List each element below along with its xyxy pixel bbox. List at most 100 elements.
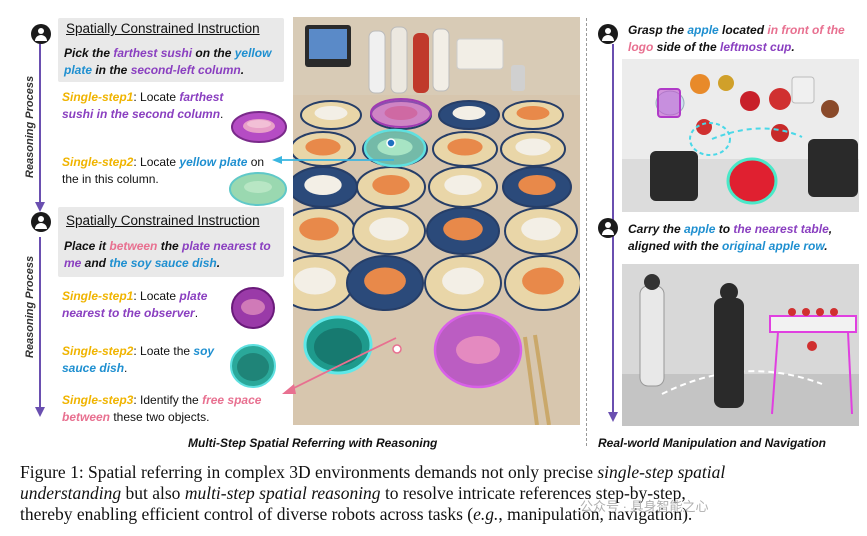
text-run: located — [718, 23, 768, 37]
caption-run: understanding — [20, 483, 122, 503]
sushi — [518, 175, 556, 195]
caption-run: , manipulation, navigation). — [498, 504, 693, 524]
text-run: the — [157, 239, 183, 253]
soy-sauce-dish-thumbnail — [230, 344, 276, 388]
text-run: on the in this column. — [62, 155, 265, 186]
text-run: between — [109, 239, 158, 253]
text-run: on the — [192, 46, 235, 60]
sushi — [369, 217, 409, 241]
sushi — [452, 106, 486, 120]
caption-run: e.g. — [473, 504, 499, 524]
text-run: plate nearest to the observer — [62, 289, 208, 320]
text-run: . — [216, 256, 221, 270]
text-run: . — [220, 107, 224, 121]
instruction-title-1: Spatially Constrained Instruction — [66, 21, 260, 36]
caption-run: single-step spatial — [597, 462, 726, 482]
sushi — [304, 175, 342, 195]
text-run: in front of the logo — [628, 23, 845, 54]
manipulation-photo — [622, 59, 859, 212]
sushi — [444, 175, 482, 195]
caption-run: but also — [121, 483, 185, 503]
text-run: yellow plate — [64, 46, 272, 77]
step-label: Single-step1 — [62, 90, 134, 104]
text-run: Pick the — [64, 46, 114, 60]
text-run: free space between — [62, 393, 262, 424]
yellow-plate-thumbnail — [229, 172, 287, 206]
text-run: to — [715, 222, 734, 236]
text-run: Place it — [64, 239, 110, 253]
reasoning-arrow-icon — [35, 44, 45, 212]
right-panel: Grasp the apple located in front of the … — [590, 0, 867, 455]
person-icon — [598, 24, 618, 44]
text-run: leftmost cup — [720, 40, 792, 54]
text-run: Grasp the — [628, 23, 688, 37]
step-label: Single-step1 — [62, 289, 134, 303]
text-run: : Locate — [133, 155, 180, 169]
navigation-instruction: Carry the apple to the nearest table, al… — [628, 221, 860, 255]
text-run: . — [824, 239, 828, 253]
nearest-plate-thumbnail — [231, 287, 275, 329]
text-run: side of the — [653, 40, 721, 54]
navigation-photo — [622, 264, 859, 426]
text-run: second-left column — [130, 63, 241, 77]
caption-run: to resolve intricate references step-by-… — [380, 483, 686, 503]
sushi — [522, 267, 564, 295]
person-icon — [598, 218, 618, 238]
reasoning-label-2: Reasoning Process — [24, 255, 36, 358]
step-text: Single-step3: Identify the free space be… — [62, 392, 272, 426]
text-run: original apple row — [722, 239, 825, 253]
text-run: . — [240, 63, 245, 77]
step-text: Single-step1: Locate plate nearest to th… — [62, 288, 227, 322]
text-run: apple — [684, 222, 716, 236]
sushi — [364, 267, 406, 295]
text-run: soy sauce dish — [62, 344, 215, 375]
step-label: Single-step2 — [62, 155, 134, 169]
instruction-box-2 — [58, 207, 284, 277]
text-run: Carry the — [628, 222, 685, 236]
text-run: yellow plate — [179, 155, 248, 169]
sushi — [447, 138, 483, 156]
caption-run: multi-step spatial reasoning — [184, 483, 381, 503]
person-icon — [31, 212, 51, 232]
reasoning-label-1: Reasoning Process — [24, 75, 36, 178]
sushi — [521, 217, 561, 241]
sushi — [299, 217, 339, 241]
sushi — [442, 267, 484, 295]
sushi — [372, 175, 410, 195]
sushi — [305, 138, 341, 156]
sushi — [294, 267, 336, 295]
caption-run: thereby enabling efficient control of di… — [20, 504, 474, 524]
text-run: the soy sauce dish — [109, 256, 217, 270]
sushi — [443, 217, 483, 241]
text-run: in the — [92, 63, 131, 77]
text-run: : Locate — [133, 289, 180, 303]
caption-run: Figure 1: Spatial referring in complex 3… — [20, 462, 598, 482]
step-text: Single-step2: Loate the soy sauce dish. — [62, 343, 222, 377]
figure-caption-line-1: Figure 1: Spatial referring in complex 3… — [20, 462, 860, 482]
text-run: plate nearest to me — [64, 239, 271, 270]
text-run: farthest sushi in the second column — [62, 90, 224, 121]
instruction-text-2: Place it between the plate nearest to me… — [64, 238, 282, 272]
text-run: : Identify the — [133, 393, 203, 407]
text-run: , aligned with the — [628, 222, 833, 253]
step-text: Single-step1: Locate farthest sushi in t… — [62, 89, 232, 123]
right-panel-caption: Real-world Manipulation and Navigation — [598, 436, 827, 450]
text-run: : Loate the — [133, 344, 194, 358]
connector-arrows — [272, 156, 397, 394]
figure-caption-line-2: understanding but also multi-step spatia… — [20, 483, 860, 503]
step-label: Single-step3 — [62, 393, 134, 407]
text-run: . — [791, 40, 795, 54]
text-run: . — [194, 306, 199, 320]
reasoning-arrow-icon — [35, 237, 45, 417]
instruction-title-2: Spatially Constrained Instruction — [66, 213, 260, 228]
manipulation-instruction: Grasp the apple located in front of the … — [628, 22, 860, 56]
step-label: Single-step2 — [62, 344, 134, 358]
watermark-text: 公众号 · 具身智能之心 — [580, 499, 709, 514]
sushi-table-photo — [293, 17, 580, 425]
figure-caption-line-3: thereby enabling efficient control of di… — [20, 504, 860, 524]
text-run: : Locate — [133, 90, 180, 104]
sushi — [515, 138, 551, 156]
text-run: and — [81, 256, 110, 270]
text-run: . — [124, 361, 128, 375]
left-panel: Reasoning Process Reasoning Process Spat… — [24, 17, 580, 450]
